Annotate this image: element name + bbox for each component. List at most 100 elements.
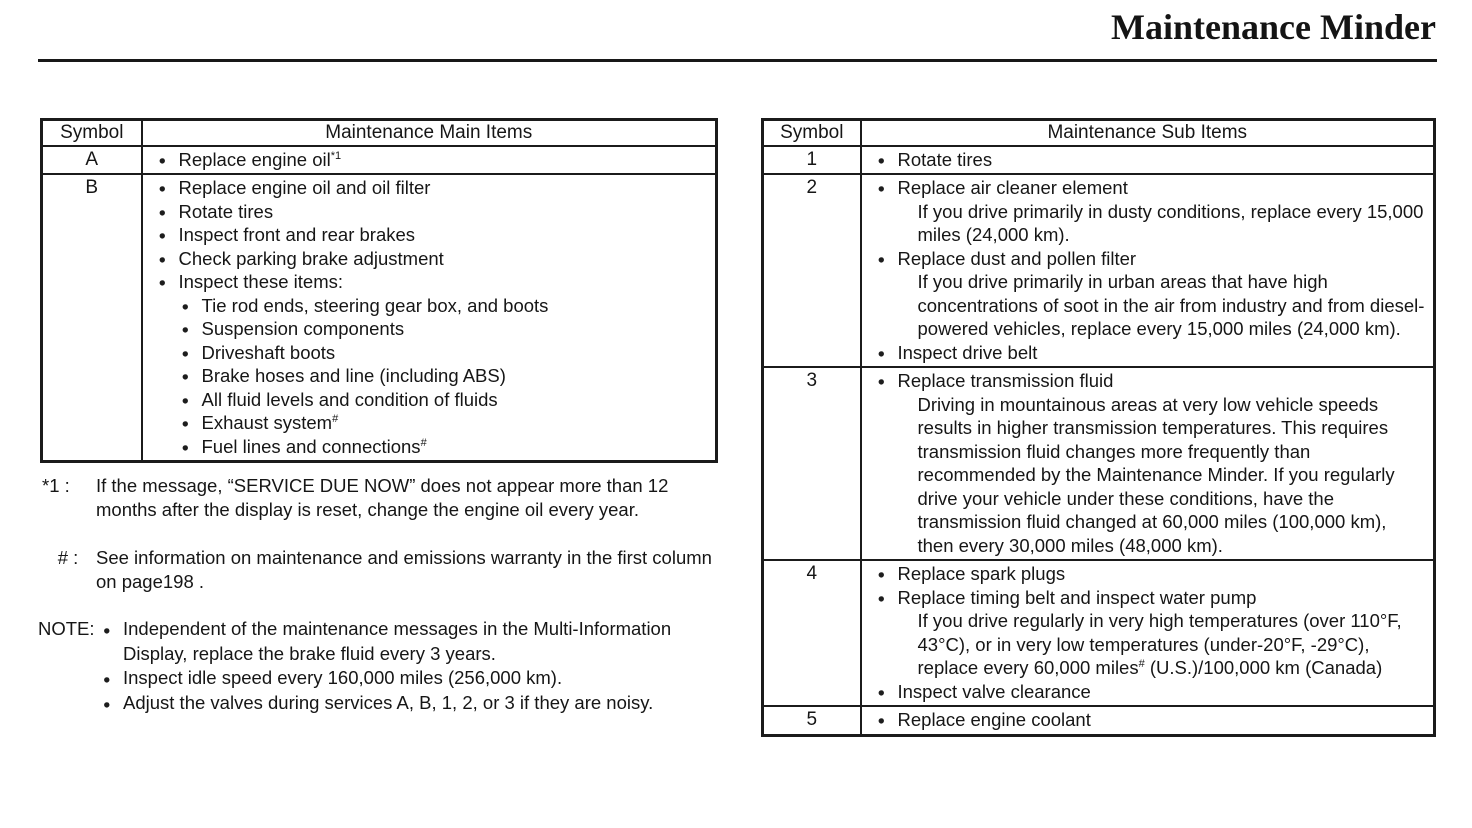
item-text: Replace engine oil and oil filter bbox=[178, 177, 431, 198]
item-text: Rotate tires bbox=[897, 148, 993, 170]
item-text: Inspect drive belt bbox=[897, 341, 1038, 363]
superscript-marker: *1 bbox=[330, 149, 342, 162]
bullet-icon: ● bbox=[877, 153, 886, 167]
list-item: ● Replace dust and pollen filter bbox=[878, 247, 1428, 271]
continuation-text: If you drive primarily in urban areas th… bbox=[878, 270, 1428, 341]
list-item: ● Replace engine coolant bbox=[878, 708, 1428, 732]
list-item: ● Replace engine oil*1 bbox=[159, 148, 710, 172]
page-title: Maintenance Minder bbox=[1111, 7, 1436, 47]
bullet-icon: ● bbox=[181, 440, 190, 454]
bullet-icon: ● bbox=[158, 228, 167, 243]
symbol-cell: A bbox=[40, 144, 143, 175]
item-text: Brake hoses and line (including ABS) bbox=[201, 365, 506, 386]
list-item: ● All fluid levels and condition of fluid… bbox=[182, 388, 710, 412]
list-item: ● Inspect valve clearance bbox=[878, 680, 1428, 704]
bullet-icon: ● bbox=[877, 181, 886, 196]
item-text: Replace timing belt and inspect water pu… bbox=[897, 586, 1257, 608]
list-item: ● Brake hoses and line (including ABS) bbox=[182, 364, 710, 388]
footnote-text: See information on maintenance and emiss… bbox=[96, 547, 712, 592]
bullet-icon: ● bbox=[181, 369, 190, 384]
item-text: Driveshaft boots bbox=[201, 341, 336, 363]
bullet-icon: ● bbox=[158, 205, 167, 219]
table-row: 4 ●Replace spark plugs●Replace timing be… bbox=[761, 559, 1436, 707]
bullet-icon: ● bbox=[181, 299, 190, 313]
item-text: Inspect valve clearance bbox=[897, 680, 1091, 702]
item-text: All fluid levels and condition of fluids bbox=[201, 388, 498, 410]
item-text: Inspect these items: bbox=[178, 271, 344, 292]
item-text: Tie rod ends, steering gear box, and boo… bbox=[201, 294, 549, 316]
item-text: Replace engine coolant bbox=[897, 709, 1091, 730]
sub-items-column-header: Maintenance Sub Items bbox=[859, 118, 1436, 147]
item-text: Suspension components bbox=[201, 318, 405, 339]
bullet-icon: ● bbox=[103, 623, 111, 638]
list-item: ● Replace air cleaner element bbox=[878, 176, 1428, 200]
list-item: ● Suspension components bbox=[182, 317, 710, 341]
item-text: Exhaust system# bbox=[201, 412, 339, 433]
item-text: Rotate tires bbox=[178, 200, 274, 222]
symbol-cell: 2 bbox=[761, 173, 862, 368]
list-item: ●Driveshaft boots bbox=[182, 341, 710, 365]
item-text: Inspect idle speed every 160,000 miles (… bbox=[123, 667, 563, 688]
table-row: A ● Replace engine oil*1 bbox=[40, 144, 718, 175]
list-item: ● Replace timing belt and inspect water p… bbox=[878, 586, 1428, 610]
symbol-cell: 4 bbox=[761, 559, 862, 707]
list-item: ● Inspect idle speed every 160,000 miles … bbox=[103, 666, 683, 691]
items-cell: ●Replace spark plugs●Replace timing belt… bbox=[859, 559, 1436, 707]
item-text: Fuel lines and connections# bbox=[201, 435, 427, 457]
table-row: 1 ●Rotate tires bbox=[761, 144, 1436, 175]
item-text: Replace engine oil*1 bbox=[178, 148, 342, 170]
list-item: ●Inspect front and rear brakes bbox=[159, 223, 710, 247]
items-cell: ● Replace engine coolant bbox=[859, 705, 1436, 736]
item-text: Adjust the valves during services A, B, … bbox=[123, 691, 654, 713]
superscript-marker: # bbox=[420, 436, 427, 449]
list-item: ● Replace engine oil and oil filter bbox=[159, 176, 710, 200]
list-item: ● Rotate tires bbox=[878, 148, 1428, 172]
note-section: NOTE: ● Independent of the maintenance me… bbox=[38, 617, 738, 715]
header-divider bbox=[38, 59, 1437, 62]
item-text: Driving in mountainous areas at very low… bbox=[917, 393, 1395, 556]
footnote-text: If the message, “SERVICE DUE NOW” does n… bbox=[96, 475, 669, 520]
item-text: Independent of the maintenance messages … bbox=[123, 618, 672, 664]
continuation-text: Driving in mountainous areas at very low… bbox=[878, 393, 1428, 558]
list-item: ●Check parking brake adjustment bbox=[159, 247, 710, 271]
continuation-text: If you drive primarily in dusty conditio… bbox=[878, 200, 1428, 247]
footnote-marker-asterisk-1: *1 : bbox=[42, 475, 70, 496]
symbol-column-header: Symbol bbox=[761, 118, 862, 147]
list-item: ● Rotate tires bbox=[159, 200, 710, 224]
table-header-row: Symbol Maintenance Sub Items bbox=[761, 118, 1436, 147]
list-item: ●Replace spark plugs bbox=[878, 562, 1428, 586]
bullet-icon: ● bbox=[181, 322, 190, 337]
bullet-icon: ● bbox=[181, 416, 190, 431]
item-text: If you drive primarily in dusty conditio… bbox=[917, 200, 1424, 246]
footnote-service-due: *1 : If the message, “SERVICE DUE NOW” d… bbox=[42, 474, 732, 521]
symbol-cell: B bbox=[40, 173, 143, 463]
continuation-text: If you drive regularly in very high temp… bbox=[878, 609, 1428, 680]
maintenance-main-items-table: Symbol Maintenance Main Items A ● Replace… bbox=[40, 118, 718, 463]
bullet-icon: ● bbox=[877, 591, 886, 605]
bullet-icon: ● bbox=[158, 252, 167, 266]
bullet-icon: ● bbox=[158, 181, 167, 196]
bullet-icon: ● bbox=[877, 252, 886, 266]
note-label: NOTE: bbox=[38, 618, 95, 639]
main-items-column-header: Maintenance Main Items bbox=[140, 118, 718, 147]
symbol-column-header: Symbol bbox=[40, 118, 143, 147]
items-cell: ● Rotate tires bbox=[859, 144, 1436, 175]
bullet-icon: ● bbox=[181, 393, 190, 407]
item-text: Replace dust and pollen filter bbox=[897, 247, 1137, 269]
bullet-icon: ● bbox=[877, 685, 886, 699]
list-item: ● Adjust the valves during services A, B,… bbox=[103, 691, 683, 716]
list-item: ●Replace transmission fluid bbox=[878, 369, 1428, 393]
table-row: 5 ●Replace engine coolant bbox=[761, 705, 1436, 736]
items-cell: ● Replace engine oil and oil filter ● Rotat… bbox=[140, 173, 718, 463]
bullet-icon: ● bbox=[103, 697, 111, 711]
bullet-icon: ● bbox=[103, 672, 111, 687]
item-text: Replace spark plugs bbox=[897, 563, 1066, 584]
bullet-icon: ● bbox=[877, 713, 886, 728]
bullet-icon: ● bbox=[158, 275, 167, 290]
item-text: Replace air cleaner element bbox=[897, 177, 1128, 198]
bullet-icon: ● bbox=[158, 153, 167, 167]
